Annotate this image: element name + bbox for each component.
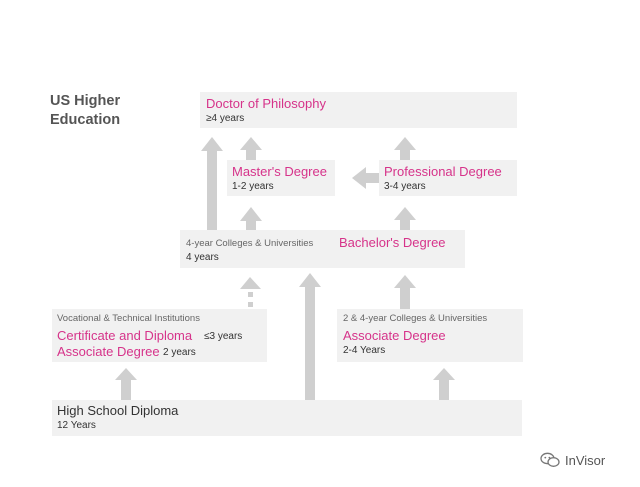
community-associate-years: 2-4 Years: [343, 345, 386, 356]
arrow-bachelor-to-masters: [240, 207, 262, 230]
title-line-1: US Higher: [50, 93, 121, 109]
vocational-associate-name: Associate Degree: [57, 344, 160, 359]
professional-box: Professional Degree 3-4 years: [379, 160, 517, 196]
arrow-bachelor-to-phd: [201, 137, 223, 230]
diagram-title: US Higher Education: [50, 92, 120, 130]
bachelor-box: 4-year Colleges & Universities Bachelor'…: [180, 230, 465, 268]
arrow-highschool-to-bachelor: [299, 273, 321, 400]
phd-name: Doctor of Philosophy: [206, 96, 326, 111]
community-header: 2 & 4-year Colleges & Universities: [343, 313, 488, 324]
bachelor-institution: 4-year Colleges & Universities: [186, 238, 314, 249]
community-box: 2 & 4-year Colleges & Universities Assoc…: [337, 309, 523, 362]
vocational-associate-years: 2 years: [163, 347, 196, 358]
highschool-box: High School Diploma 12 Years: [52, 400, 522, 436]
watermark: InVisor: [540, 452, 605, 468]
professional-years: 3-4 years: [384, 181, 426, 192]
watermark-text: InVisor: [565, 452, 606, 468]
arrow-highschool-to-community: [433, 368, 455, 400]
masters-years: 1-2 years: [232, 181, 274, 192]
arrow-professional-to-phd: [394, 137, 416, 160]
community-associate-name: Associate Degree: [343, 328, 446, 343]
phd-years: ≥4 years: [206, 113, 245, 124]
arrow-community-to-bachelor: [394, 275, 416, 309]
arrow-highschool-to-vocational: [115, 368, 137, 400]
masters-name: Master's Degree: [232, 164, 327, 179]
arrow-masters-to-phd: [240, 137, 262, 160]
certificate-name: Certificate and Diploma: [57, 328, 193, 343]
title-line-2: Education: [50, 112, 121, 128]
certificate-years: ≤3 years: [204, 331, 243, 342]
bachelor-name: Bachelor's Degree: [339, 235, 446, 250]
bachelor-years: 4 years: [186, 252, 219, 263]
highschool-name: High School Diploma: [57, 403, 179, 418]
arrow-bachelor-to-professional: [394, 207, 416, 230]
masters-box: Master's Degree 1-2 years: [227, 160, 335, 196]
arrow-professional-to-masters: [352, 167, 379, 189]
wechat-icon: [540, 452, 560, 467]
vocational-header: Vocational & Technical Institutions: [57, 313, 200, 324]
vocational-box: Vocational & Technical Institutions Cert…: [52, 309, 267, 362]
arrow-vocational-to-bachelor-dotted: [240, 277, 261, 307]
professional-name: Professional Degree: [384, 164, 502, 179]
phd-box: Doctor of Philosophy ≥4 years: [200, 92, 517, 128]
highschool-years: 12 Years: [57, 420, 96, 431]
